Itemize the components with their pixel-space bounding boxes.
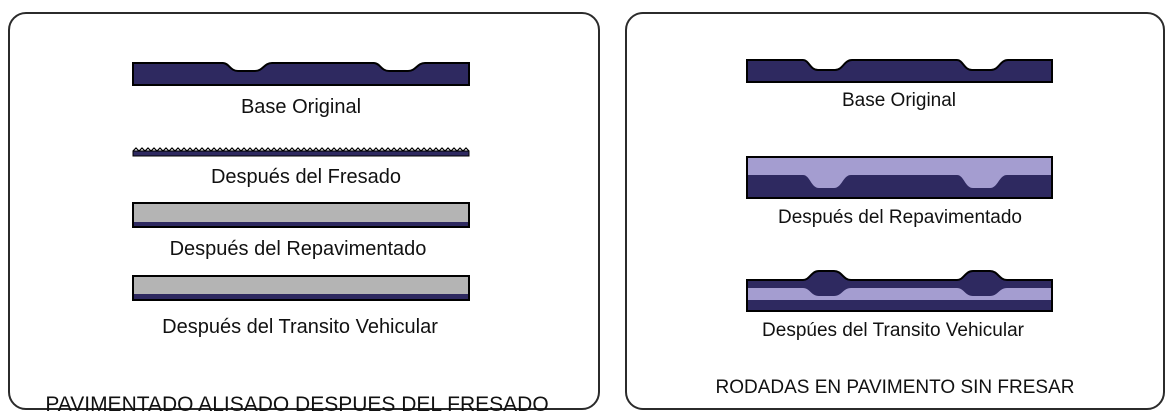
left-base-original-diagram xyxy=(132,62,470,86)
right-panel-caption: RODADAS EN PAVIMENTO SIN FRESAR xyxy=(715,377,1075,398)
left-after-traffic-diagram xyxy=(132,275,470,301)
left-milled-diagram xyxy=(132,147,470,157)
right-label-after-repaving: Después del Repavimentado xyxy=(778,207,1022,228)
left-label-base-original: Base Original xyxy=(240,96,362,118)
right-repaved-diagram xyxy=(746,156,1053,199)
left-label-after-repaving: Después del Repavimentado xyxy=(169,238,427,260)
left-label-after-milling: Después del Fresado xyxy=(210,166,402,188)
left-repaved-diagram xyxy=(132,202,470,228)
right-label-after-traffic: Despúes del Transito Vehicular xyxy=(762,320,1024,341)
right-after-traffic-diagram xyxy=(746,270,1053,312)
right-label-base-original: Base Original xyxy=(841,90,957,111)
left-label-after-traffic: Después del Transito Vehicular xyxy=(162,316,438,338)
left-panel-caption: PAVIMENTADO ALISADO DESPUES DEL FRESADO xyxy=(45,393,549,416)
right-base-original-diagram xyxy=(746,59,1053,83)
